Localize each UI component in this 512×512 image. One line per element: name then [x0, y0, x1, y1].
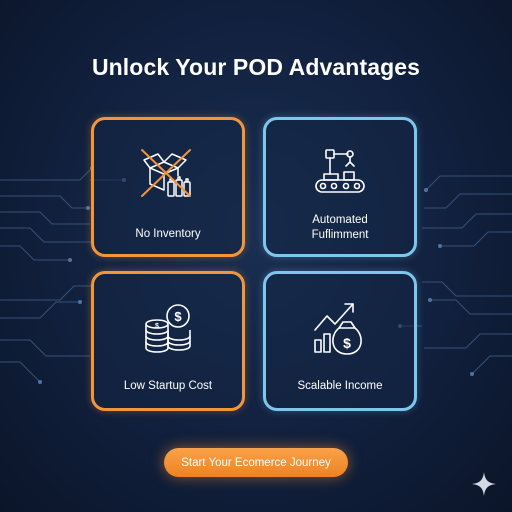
- sparkle-icon: [472, 472, 496, 496]
- start-journey-button[interactable]: Start Your Ecomerce Journey: [164, 448, 348, 477]
- coin-stacks-icon: $ $: [145, 304, 191, 353]
- card-no-inventory: No Inventory: [91, 117, 245, 257]
- card-label: Scalable Income: [297, 380, 383, 392]
- card-label: Automated Fuflimment: [311, 214, 369, 241]
- card-automated-fulfillment: Automated Fuflimment: [263, 117, 417, 257]
- svg-text:$: $: [174, 309, 182, 324]
- robotic-arm-conveyor-icon: [315, 149, 365, 193]
- growth-chart-money-bag-icon: $: [314, 303, 362, 355]
- card-label: No Inventory: [135, 228, 201, 240]
- card-label: Low Startup Cost: [123, 380, 213, 392]
- svg-text:$: $: [343, 335, 351, 351]
- svg-text:$: $: [155, 323, 159, 330]
- crossed-out-boxes-icon: [141, 149, 191, 197]
- card-low-startup-cost: $ $ Low Startup Cost: [91, 271, 245, 411]
- card-scalable-income: $ Scalable Income: [263, 271, 417, 411]
- page-title: Unlock Your POD Advantages: [91, 54, 421, 80]
